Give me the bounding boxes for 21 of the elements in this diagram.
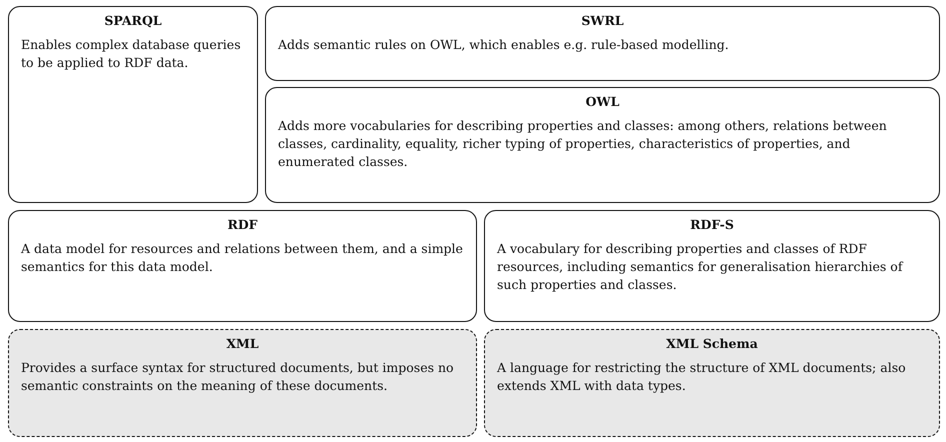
layer-description: A data model for resources and relations between them, and a simple semantics for this data model. [21,240,464,276]
layer-box [8,6,258,203]
layer-description: Provides a surface syntax for structured documents, but imposes no semantic constraints on the meaning of these documents. [21,359,455,396]
layer-box [484,210,940,322]
layer-box [484,329,940,437]
layer-description: Enables complex database queries to be applied to RDF data. [21,36,242,72]
layer-title: RDF-S [689,217,735,232]
layer-title: XML Schema [665,336,759,351]
layer-box [8,329,477,437]
layer-box [8,210,477,322]
layer-description: A vocabulary for describing properties and classes of RDF resources, including semantics for generalisation hierarchies of such properties and classes. [497,240,904,294]
layer-description: A language for restricting the structure of XML documents; also extends XML with data types. [497,359,907,396]
layer-title: XML [225,336,260,351]
layer-box [265,6,940,81]
layer-title: SWRL [580,13,625,28]
layer-box [265,87,940,203]
layer-description: Adds semantic rules on OWL, which enables e.g. rule-based modelling. [278,36,730,54]
layer-title: RDF [226,217,259,232]
layer-description: Adds more vocabularies for describing properties and classes: among others, relations between classes, cardinality, equality, richer typing of properties, characteristics of properties, and enumerated classes. [278,117,888,172]
layer-title: OWL [584,94,620,109]
layer-title: SPARQL [103,13,163,28]
